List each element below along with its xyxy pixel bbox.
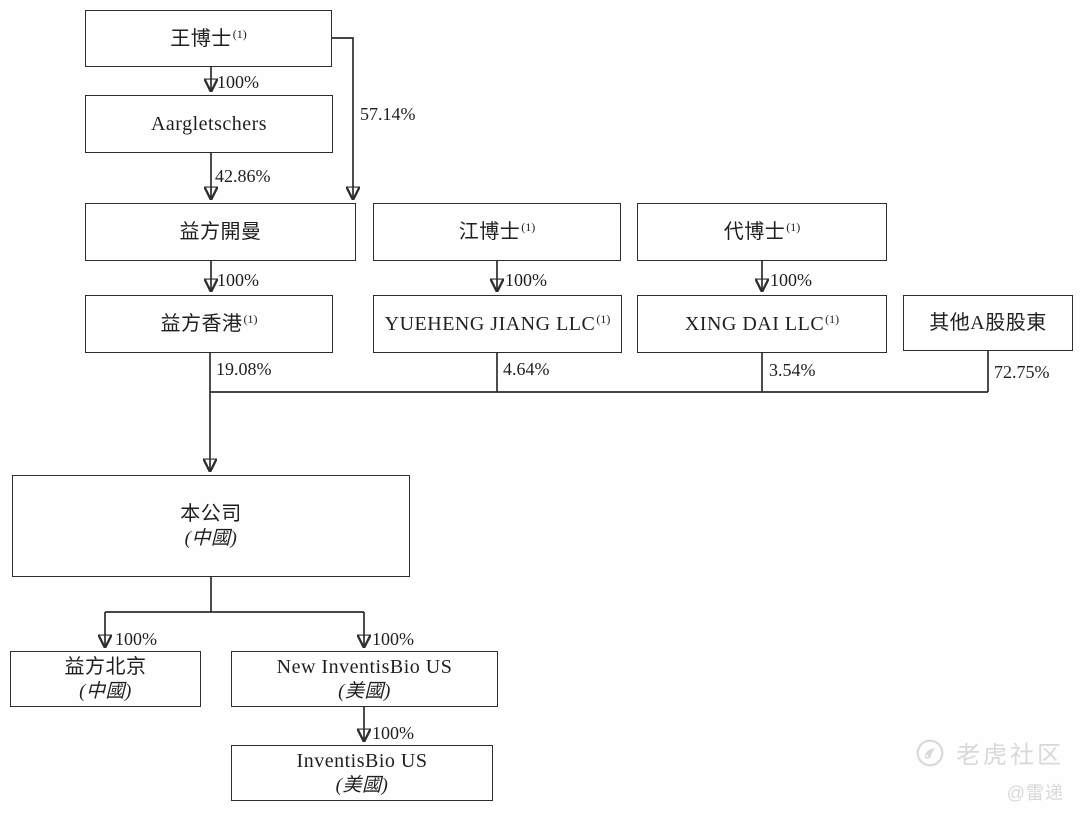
edge-label-hk-company: 19.08% [216, 359, 272, 379]
node-label: 益方香港(1) [160, 312, 258, 335]
watermark: 老虎社区 @雷递 [916, 735, 1064, 805]
edge-label-jiang-yueheng: 100% [505, 270, 547, 290]
node-inventisbio-us: InventisBio US (美國) [231, 745, 493, 801]
node-the-company: 本公司 (中國) [12, 475, 410, 577]
watermark-brand: 老虎社区 [956, 742, 1064, 769]
node-label: 代博士(1) [723, 220, 801, 243]
edge-label-aargletschers-cayman: 42.86% [215, 166, 271, 186]
node-label: 王博士(1) [170, 26, 247, 50]
node-dr-jiang: 江博士(1) [373, 203, 621, 261]
node-label: YUEHENG JIANG LLC(1) [384, 312, 611, 335]
edge-label-company-new-us: 100% [372, 629, 414, 649]
node-label: XING DAI LLC(1) [684, 312, 840, 335]
node-label: Aargletschers [150, 113, 268, 135]
node-jurisdiction: (美國) [335, 774, 389, 796]
tiger-logo-icon [916, 739, 944, 766]
node-dr-wang: 王博士(1) [85, 10, 332, 67]
footnote-marker: (1) [232, 26, 247, 41]
edge-label-other-company: 72.75% [994, 362, 1050, 382]
node-jurisdiction: (美國) [338, 680, 391, 702]
node-label: 本公司 [180, 502, 242, 525]
footnote-marker: (1) [243, 312, 258, 326]
footnote-marker: (1) [521, 220, 536, 234]
node-label: 益方開曼 [179, 221, 262, 243]
footnote-marker: (1) [786, 220, 801, 234]
node-label: New InventisBio US [276, 655, 453, 678]
node-label: 其他A股股東 [929, 312, 1047, 334]
edge-label-cayman-hk: 100% [217, 270, 259, 290]
node-aargletschers: Aargletschers [85, 95, 333, 153]
edge-label-xingdai-company: 3.54% [769, 360, 816, 380]
edge-label-dai-xingdai: 100% [770, 270, 812, 290]
node-other-a-shareholders: 其他A股股東 [903, 295, 1073, 351]
node-yueheng-jiang-llc: YUEHENG JIANG LLC(1) [373, 295, 622, 353]
node-jurisdiction: (中國) [79, 680, 132, 702]
watermark-credit: @雷递 [1006, 783, 1064, 803]
node-yifang-cayman: 益方開曼 [85, 203, 356, 261]
node-label: InventisBio US [296, 749, 428, 772]
node-dr-dai: 代博士(1) [637, 203, 887, 261]
node-label: 益方北京 [64, 655, 147, 678]
edge-label-new-us-inventisbio: 100% [372, 723, 414, 743]
edge-label-wang-cayman: 57.14% [360, 104, 416, 124]
node-yifang-hongkong: 益方香港(1) [85, 295, 333, 353]
node-jurisdiction: (中國) [184, 527, 238, 549]
node-yifang-beijing: 益方北京 (中國) [10, 651, 201, 707]
node-new-inventisbio-us: New InventisBio US (美國) [231, 651, 498, 707]
footnote-marker: (1) [596, 312, 611, 326]
edge-label-wang-aargletschers: 100% [217, 72, 259, 92]
edge-label-yueheng-company: 4.64% [503, 359, 550, 379]
edge-label-company-beijing: 100% [115, 629, 157, 649]
node-label: 江博士(1) [458, 220, 536, 243]
footnote-marker: (1) [825, 312, 840, 326]
node-xing-dai-llc: XING DAI LLC(1) [637, 295, 887, 353]
